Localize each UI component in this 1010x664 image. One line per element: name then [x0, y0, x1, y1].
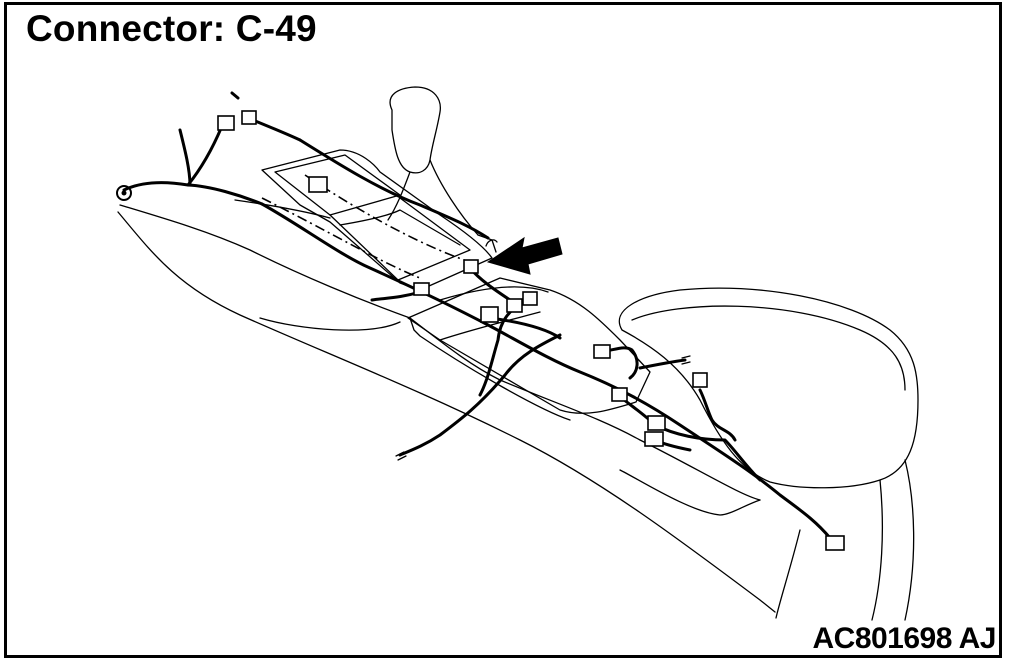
connector-box — [593, 344, 611, 359]
connector-box — [308, 176, 328, 193]
connector-box — [522, 291, 538, 306]
ring-terminal — [116, 185, 132, 201]
connector-box — [413, 282, 430, 296]
connector-box — [241, 110, 257, 125]
connector-box — [644, 431, 664, 447]
connector-box — [480, 306, 499, 323]
shift-lever — [387, 86, 498, 253]
ring-terminal-hole — [121, 190, 127, 196]
connector-box — [506, 298, 523, 313]
connector-box — [825, 535, 845, 551]
figure-reference-code: AC801698 AJ — [812, 622, 996, 655]
wiring-harness — [122, 91, 832, 540]
connector-box — [463, 259, 479, 274]
connectors — [116, 110, 845, 551]
connector-box — [217, 115, 235, 131]
diagram-title: Connector: C-49 — [26, 8, 317, 49]
connector-box — [692, 372, 708, 388]
console-body — [117, 199, 776, 613]
armrest — [618, 287, 919, 621]
connector-box — [611, 387, 628, 402]
connector-box — [647, 415, 666, 431]
indicator-arrow — [486, 236, 563, 275]
